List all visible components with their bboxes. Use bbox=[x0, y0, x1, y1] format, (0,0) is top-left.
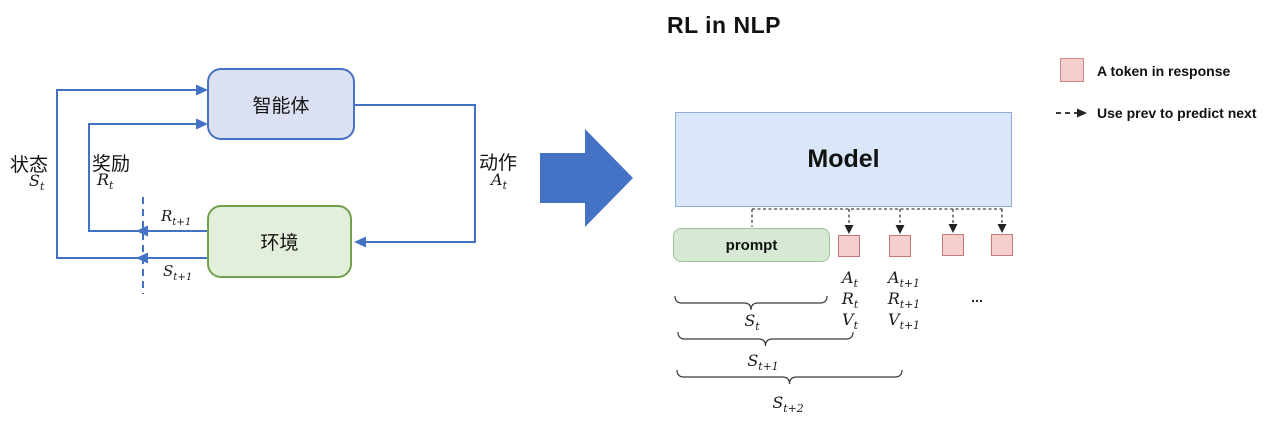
agent-node: 智能体 bbox=[207, 68, 355, 140]
arrowhead-token-4 bbox=[997, 224, 1007, 233]
arrowhead-action-into-env bbox=[354, 236, 366, 248]
arrowhead-reward-boundary bbox=[136, 225, 148, 237]
action-label: 动作 bbox=[479, 153, 518, 174]
big-right-arrow bbox=[540, 129, 633, 227]
state-next-label: St+1 bbox=[163, 262, 193, 283]
token-square-3 bbox=[942, 234, 964, 256]
reward-label: 奖励 bbox=[92, 154, 131, 175]
arrowhead-state-into-agent bbox=[196, 84, 208, 96]
a-t1-label: At+1 bbox=[888, 268, 920, 291]
brace-s-t2 bbox=[676, 369, 903, 385]
state-math-label: St bbox=[29, 171, 45, 194]
legend-token-swatch bbox=[1060, 58, 1084, 82]
legend-arrow-label: Use prev to predict next bbox=[1097, 105, 1257, 121]
ellipsis-label: ... bbox=[971, 289, 983, 305]
page-title: RL in NLP bbox=[667, 12, 781, 38]
token-square-2 bbox=[889, 235, 911, 257]
token-square-4 bbox=[991, 234, 1013, 256]
arrowhead-token-3 bbox=[948, 224, 958, 233]
state-feedback-line bbox=[56, 89, 207, 259]
s-t2-brace-label: St+2 bbox=[772, 393, 804, 416]
model-node: Model bbox=[675, 112, 1012, 207]
r-t-label: Rt bbox=[841, 289, 859, 312]
prediction-dashed-lines bbox=[751, 208, 1005, 227]
arrowhead-token-2 bbox=[895, 225, 905, 234]
rl-loop-arrowheads bbox=[136, 84, 366, 264]
arrowhead-token-1 bbox=[844, 225, 854, 234]
s-t1-brace-label: St+1 bbox=[747, 351, 779, 374]
brace-s-t bbox=[674, 295, 828, 311]
state-label: 状态 bbox=[10, 155, 49, 176]
environment-label: 环境 bbox=[260, 233, 299, 254]
model-label: Model bbox=[807, 145, 880, 173]
environment-node: 环境 bbox=[207, 205, 352, 278]
agent-label: 智能体 bbox=[252, 95, 310, 117]
v-t1-label: Vt+1 bbox=[888, 310, 920, 333]
v-t-label: Vt bbox=[842, 310, 858, 333]
legend-dashed-arrow bbox=[1056, 108, 1087, 118]
action-line bbox=[355, 104, 476, 243]
legend-token-label: A token in response bbox=[1097, 63, 1231, 79]
token-square-1 bbox=[838, 235, 860, 257]
reward-math-label: Rt bbox=[97, 170, 114, 193]
legend-dashed-arrowhead bbox=[1077, 108, 1087, 118]
action-math-label: At bbox=[491, 170, 507, 193]
prediction-arrowheads bbox=[844, 224, 1007, 234]
r-t1-label: Rt+1 bbox=[887, 289, 921, 312]
arrowhead-reward-into-agent bbox=[196, 118, 208, 130]
state-underbraces bbox=[674, 295, 903, 385]
brace-s-t1 bbox=[677, 331, 854, 347]
arrowhead-state-boundary bbox=[136, 252, 148, 264]
s-t-brace-label: St bbox=[744, 311, 760, 334]
prompt-label: prompt bbox=[725, 236, 778, 254]
a-t-label: At bbox=[842, 268, 858, 291]
reward-next-label: Rt+1 bbox=[161, 207, 192, 228]
prompt-node: prompt bbox=[673, 228, 830, 262]
